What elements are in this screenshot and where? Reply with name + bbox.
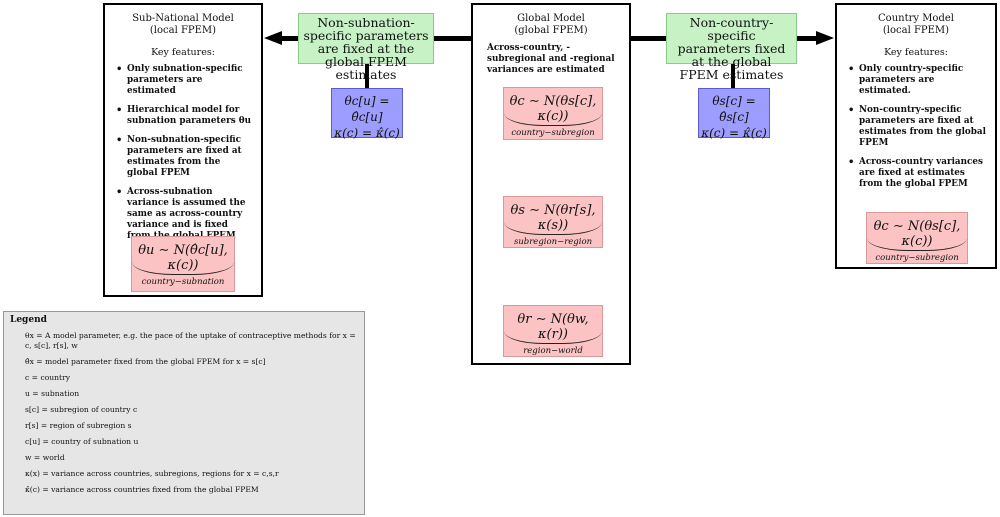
left-equation-label: country−subnation — [141, 277, 225, 287]
left-equation: θu ∼ N(θ̂c[u], κ(c)) — [132, 243, 234, 275]
legend-row: w = world — [25, 453, 65, 462]
legend-row: r[s] = region of subregion s — [25, 421, 132, 430]
middle-equation-1: θc ∼ N(θs[c], κ(c)) — [504, 94, 602, 126]
middle-equation-label-2: subregion−region — [513, 237, 593, 247]
right-feature-item: Across-country variances are fixed at es… — [848, 157, 987, 190]
right-equation-box: θc ∼ N(θs[c], κ(c)) country−subregion — [866, 212, 968, 264]
blue-box-subnation: θc[u] = θ̂c[u] κ(c) = κ̂(c) — [331, 88, 403, 140]
legend-row: s[c] = subregion of country c — [25, 405, 138, 414]
blue-right-line2: κ(c) = κ̂(c) — [701, 126, 767, 140]
legend-row: u = subnation — [25, 389, 80, 398]
blue-left-line1: θc[u] = θ̂c[u] — [344, 94, 390, 124]
blue-box-country: θs[c] = θ̂s[c] κ(c) = κ̂(c) — [698, 88, 770, 140]
legend-box: Legend θx = A model parameter, e.g. the … — [3, 311, 365, 515]
middle-panel-subtitle: (global FPEM) — [514, 25, 588, 36]
right-equation-label: country−subregion — [875, 253, 959, 263]
left-feature-item: Non-subnation-specific parameters are fi… — [116, 135, 253, 179]
right-feature-item: Only country-specific parameters are est… — [848, 64, 987, 97]
left-features-list: Only subnation-specific parameters are e… — [105, 64, 261, 242]
right-features-list: Only country-specific parameters are est… — [837, 64, 995, 190]
left-panel-subtitle: (local FPEM) — [149, 25, 217, 36]
right-panel-subtitle: (local FPEM) — [882, 25, 950, 36]
legend-row: κ(x) = variance across countries, subreg… — [25, 469, 279, 478]
left-feature-item: Only subnation-specific parameters are e… — [116, 64, 253, 97]
middle-panel-title: Global Model — [517, 13, 585, 24]
left-equation-box: θu ∼ N(θ̂c[u], κ(c)) country−subnation — [131, 236, 235, 292]
blue-left-line2: κ(c) = κ̂(c) — [334, 126, 400, 140]
middle-equation-label-3: region−world — [523, 346, 583, 356]
right-key-features-label: Key features: — [884, 47, 948, 58]
middle-equation-box-3: θr ∼ N(θw, κ(r)) region−world — [503, 305, 603, 357]
blue-right-line1: θs[c] = θ̂s[c] — [712, 94, 756, 124]
left-stem-bar — [365, 64, 369, 88]
legend-row: κ̂(c) = variance across countries fixed … — [25, 485, 259, 494]
legend-row: θx = A model parameter, e.g. the pace of… — [25, 331, 356, 350]
legend-row: c = country — [25, 373, 71, 382]
right-feature-item: Non-country-specific parameters are fixe… — [848, 105, 987, 149]
legend-title: Legend — [10, 315, 47, 325]
legend-row: θ̂x = model parameter fixed from the glo… — [25, 357, 266, 366]
green-box-subnation: Non-subnation-specific parameters are fi… — [298, 13, 434, 81]
right-equation: θc ∼ N(θs[c], κ(c)) — [867, 219, 967, 251]
global-model-panel: Global Model (global FPEM) Across-countr… — [471, 3, 631, 365]
middle-panel-description: Across-country, -subregional and -region… — [487, 43, 615, 75]
middle-equation-3: θr ∼ N(θw, κ(r)) — [504, 312, 602, 344]
right-stem-bar — [731, 64, 735, 88]
green-box-country: Non-country-specific parameters fixed at… — [666, 13, 797, 81]
left-panel-title: Sub-National Model — [132, 13, 234, 24]
middle-equation-box-1: θc ∼ N(θs[c], κ(c)) country−subregion — [503, 87, 603, 140]
left-feature-item: Across-subnation variance is assumed the… — [116, 187, 253, 242]
middle-equation-label-1: country−subregion — [511, 128, 595, 138]
left-feature-item: Hierarchical model for subnation paramet… — [116, 105, 253, 127]
middle-equation-box-2: θs ∼ N(θr[s], κ(s)) subregion−region — [503, 196, 603, 248]
right-panel-title: Country Model — [878, 13, 954, 24]
legend-row: c[u] = country of subnation u — [25, 437, 139, 446]
middle-equation-2: θs ∼ N(θr[s], κ(s)) — [504, 203, 602, 235]
right-arrowhead-icon — [816, 31, 834, 45]
left-key-features-label: Key features: — [151, 47, 215, 58]
left-arrowhead-icon — [264, 31, 282, 45]
